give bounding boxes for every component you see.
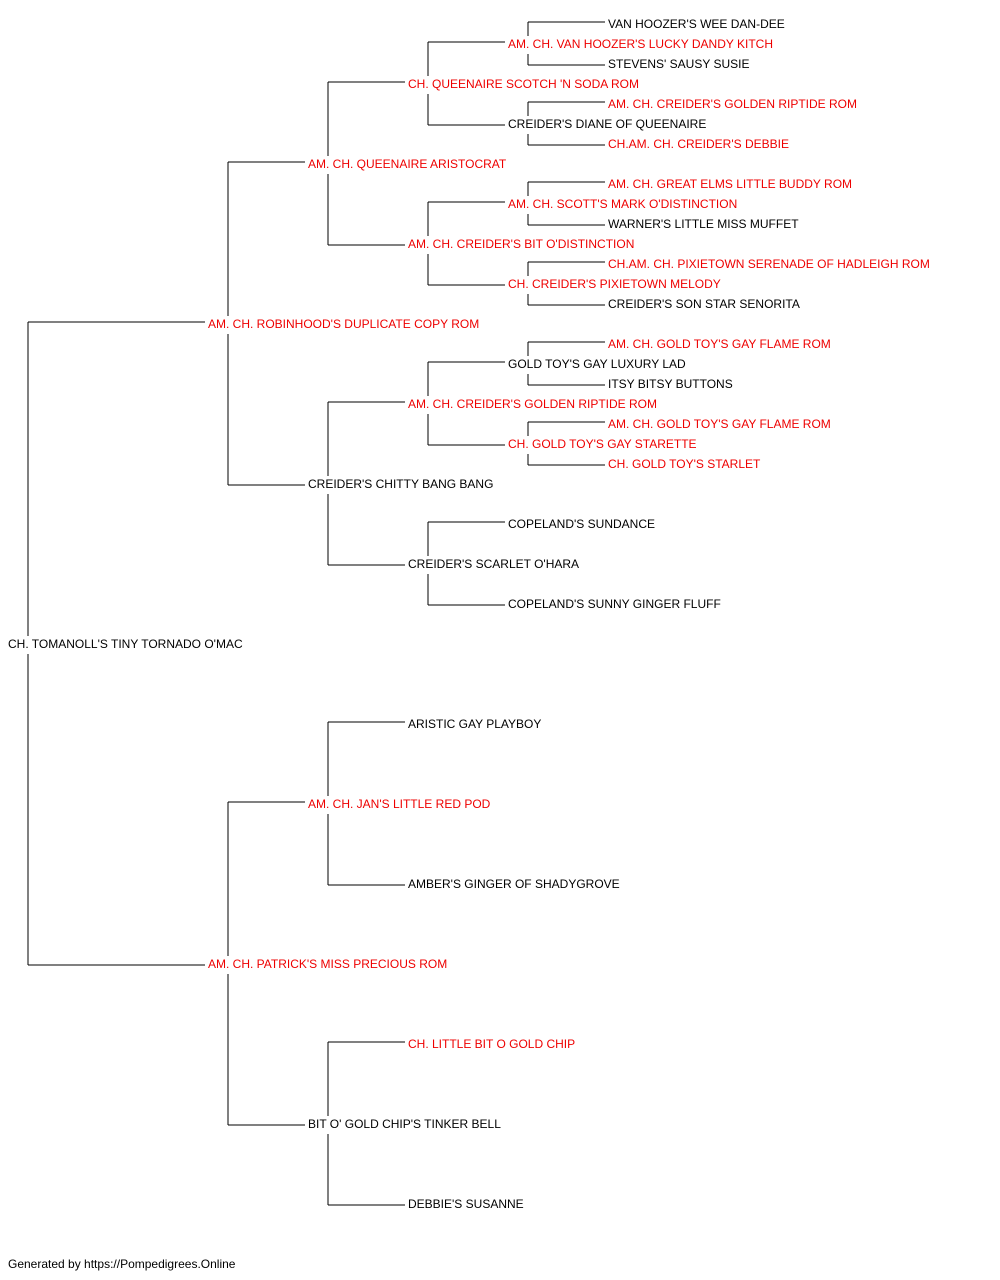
g4-ancestor[interactable]: AM. CH. SCOTT'S MARK O'DISTINCTION — [508, 197, 738, 211]
g5-ancestor[interactable]: VAN HOOZER'S WEE DAN-DEE — [608, 17, 785, 31]
dam-dam[interactable]: BIT O' GOLD CHIP'S TINKER BELL — [308, 1117, 501, 1131]
dam-sire[interactable]: AM. CH. JAN'S LITTLE RED POD — [308, 797, 491, 811]
generator-credit: Generated by https://Pompedigrees.Online — [8, 1257, 236, 1271]
g3-ancestor[interactable]: ARISTIC GAY PLAYBOY — [408, 717, 542, 731]
g5-ancestor[interactable]: STEVENS' SAUSY SUSIE — [608, 57, 750, 71]
g4-ancestor[interactable]: AM. CH. VAN HOOZER'S LUCKY DANDY KITCH — [508, 37, 774, 51]
g5-ancestor[interactable]: AM. CH. GOLD TOY'S GAY FLAME ROM — [608, 337, 831, 351]
g3-ancestor[interactable]: CH. LITTLE BIT O GOLD CHIP — [408, 1037, 576, 1051]
connector-lines — [27, 21, 605, 1206]
sire-dam[interactable]: CREIDER'S CHITTY BANG BANG — [308, 477, 494, 491]
g4-ancestor[interactable]: CREIDER'S DIANE OF QUEENAIRE — [508, 117, 707, 131]
g3-ancestor[interactable]: CREIDER'S SCARLET O'HARA — [408, 557, 580, 571]
g5-ancestor[interactable]: CH.AM. CH. PIXIETOWN SERENADE OF HADLEIG… — [608, 257, 930, 271]
g3-ancestor[interactable]: AM. CH. CREIDER'S BIT O'DISTINCTION — [408, 237, 635, 251]
g5-ancestor[interactable]: ITSY BITSY BUTTONS — [608, 377, 733, 391]
g3-ancestor[interactable]: CH. QUEENAIRE SCOTCH 'N SODA ROM — [408, 77, 639, 91]
sire[interactable]: AM. CH. ROBINHOOD'S DUPLICATE COPY ROM — [208, 317, 480, 331]
sire-sire[interactable]: AM. CH. QUEENAIRE ARISTOCRAT — [308, 157, 507, 171]
g5-ancestor[interactable]: AM. CH. CREIDER'S GOLDEN RIPTIDE ROM — [608, 97, 857, 111]
g4-ancestor[interactable]: CH. GOLD TOY'S GAY STARETTE — [508, 437, 697, 451]
g3-ancestor[interactable]: AMBER'S GINGER OF SHADYGROVE — [408, 877, 620, 891]
g4-ancestor[interactable]: COPELAND'S SUNNY GINGER FLUFF — [508, 597, 721, 611]
g3-ancestor[interactable]: AM. CH. CREIDER'S GOLDEN RIPTIDE ROM — [408, 397, 657, 411]
root-dog[interactable]: CH. TOMANOLL'S TINY TORNADO O'MAC — [8, 637, 243, 651]
g4-ancestor[interactable]: CH. CREIDER'S PIXIETOWN MELODY — [508, 277, 721, 291]
g5-ancestor[interactable]: AM. CH. GREAT ELMS LITTLE BUDDY ROM — [608, 177, 853, 191]
g5-ancestor[interactable]: CH. GOLD TOY'S STARLET — [608, 457, 761, 471]
g5-ancestor[interactable]: CREIDER'S SON STAR SENORITA — [608, 297, 800, 311]
g3-ancestor[interactable]: DEBBIE'S SUSANNE — [408, 1197, 524, 1211]
dam[interactable]: AM. CH. PATRICK'S MISS PRECIOUS ROM — [208, 957, 448, 971]
g4-ancestor[interactable]: GOLD TOY'S GAY LUXURY LAD — [508, 357, 686, 371]
g5-ancestor[interactable]: CH.AM. CH. CREIDER'S DEBBIE — [608, 137, 789, 151]
g5-ancestor[interactable]: AM. CH. GOLD TOY'S GAY FLAME ROM — [608, 417, 831, 431]
g4-ancestor[interactable]: COPELAND'S SUNDANCE — [508, 517, 655, 531]
g5-ancestor[interactable]: WARNER'S LITTLE MISS MUFFET — [608, 217, 799, 231]
